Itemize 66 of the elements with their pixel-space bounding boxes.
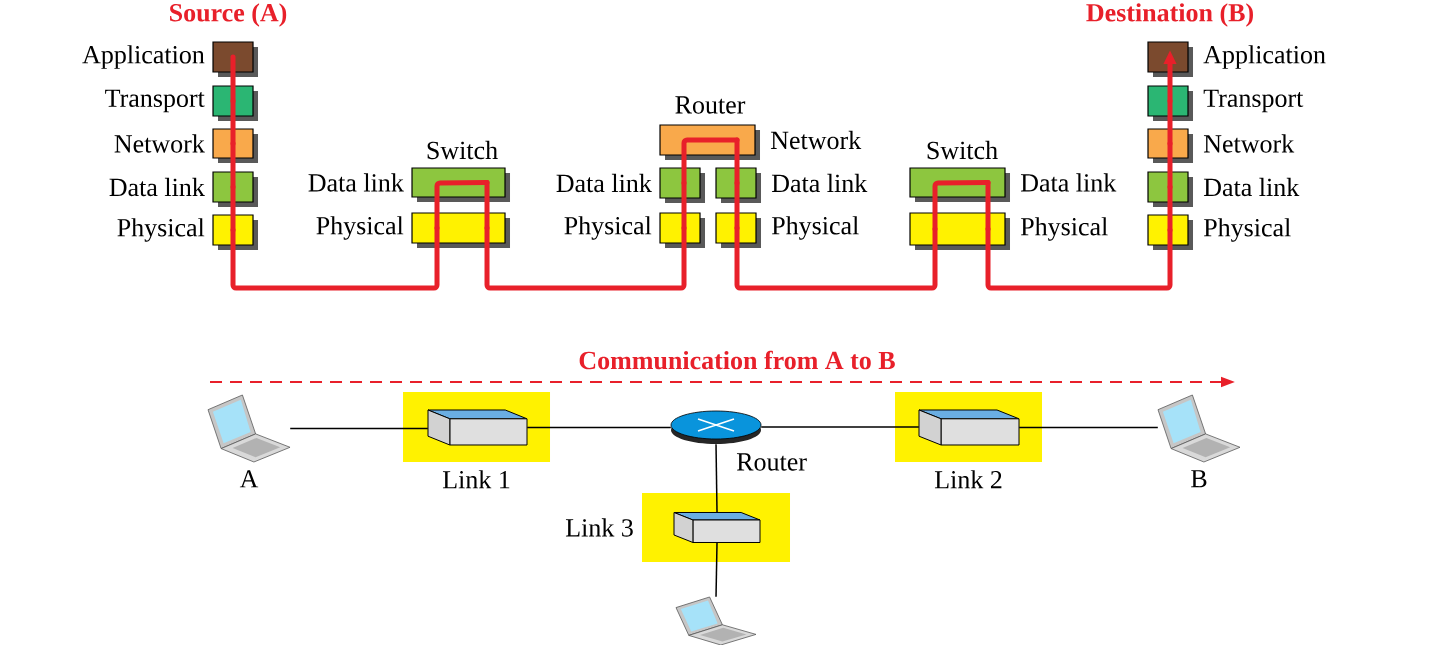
layer-label: Data link	[308, 173, 404, 192]
connector-line	[230, 225, 440, 291]
layer-label: Application	[82, 45, 205, 69]
layer-box	[715, 212, 761, 248]
connector-line	[289, 427, 429, 430]
layer-label: Transport	[105, 89, 205, 113]
node-label: Link 1	[442, 470, 510, 489]
device-label: Switch	[427, 140, 498, 160]
connector-line	[1167, 98, 1173, 146]
connector-line	[760, 426, 920, 428]
connector-line	[734, 225, 938, 291]
layer-label: Physical	[316, 216, 404, 240]
connector-line	[526, 426, 672, 429]
switch-drawing	[427, 409, 528, 446]
node-label: B	[1191, 470, 1207, 488]
layer-label: Data link	[771, 173, 868, 193]
layer-label: Data link	[1020, 173, 1117, 192]
switch-drawing	[673, 512, 761, 543]
node-label: Link 2	[934, 470, 1002, 489]
layer-label: Network	[770, 130, 862, 150]
laptop-drawing	[675, 596, 757, 645]
laptop-drawing	[207, 394, 291, 463]
layer-box	[909, 212, 1010, 250]
layer-label: Data link	[556, 173, 652, 193]
connector-line	[230, 98, 236, 146]
laptop-drawing	[1157, 394, 1241, 463]
node-label: Router	[736, 453, 807, 471]
connector-line	[1167, 184, 1173, 233]
layer-box	[212, 41, 258, 77]
connector-line	[681, 180, 687, 231]
layer-box	[411, 212, 510, 248]
device-label: Router	[675, 96, 746, 114]
connector-line	[734, 137, 740, 186]
heading: Source (A)	[170, 3, 287, 27]
connector-line	[1018, 426, 1159, 429]
connector-line	[715, 541, 718, 598]
device-label: Switch	[927, 140, 998, 160]
connector-line	[985, 180, 991, 232]
connector-line	[484, 225, 687, 291]
connector-line	[230, 141, 236, 190]
layer-label: Physical	[564, 216, 652, 240]
layer-label: Physical	[1020, 217, 1108, 241]
layer-label: Network	[114, 134, 205, 153]
connector-line	[715, 443, 718, 514]
layer-label: Physical	[1203, 218, 1291, 242]
layer-label: Transport	[1203, 89, 1304, 113]
layer-label: Data link	[109, 177, 205, 197]
layer-label: Application	[1203, 45, 1326, 69]
connector-line	[484, 180, 490, 231]
connector-line	[230, 54, 236, 104]
connector-line	[1167, 141, 1173, 190]
layer-label: Physical	[771, 216, 859, 240]
connector-line	[230, 184, 236, 233]
layer-label: Network	[1203, 134, 1295, 153]
layer-box	[1147, 41, 1193, 77]
layer-label: Data link	[1203, 177, 1300, 197]
node-label: Link 3	[565, 518, 633, 537]
node-label: A	[239, 470, 259, 488]
layer-label: Physical	[117, 218, 205, 242]
heading: Communication from A to B	[579, 350, 895, 370]
switch-drawing	[918, 409, 1020, 446]
layer-box	[715, 167, 761, 203]
heading: Destination (B)	[1086, 3, 1253, 27]
router-drawing	[670, 410, 762, 444]
connector-line	[985, 226, 1173, 291]
connector-line	[734, 180, 740, 231]
